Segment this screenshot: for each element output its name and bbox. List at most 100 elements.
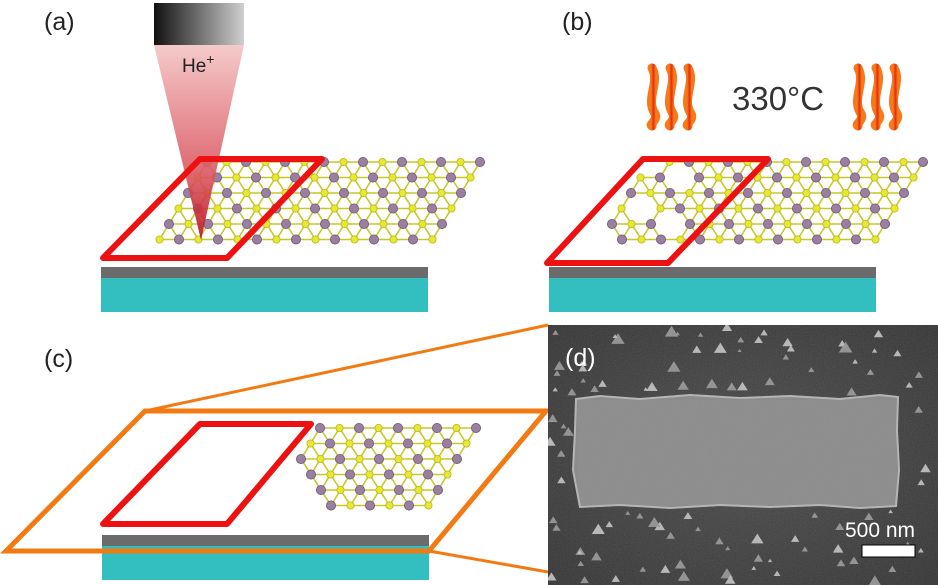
metal-atom	[396, 156, 407, 167]
metal-atom	[841, 218, 852, 229]
irradiated-region-box-a	[100, 156, 325, 261]
metal-atom	[353, 422, 364, 433]
chalcogen-atom	[242, 188, 251, 197]
ion-beam-cone	[154, 45, 244, 240]
metal-atom	[315, 484, 326, 495]
sem-particle	[578, 361, 585, 366]
metal-atom	[470, 422, 481, 433]
sem-particle	[697, 332, 704, 337]
chalcogen-atom	[462, 439, 471, 448]
chalcogen-atom	[174, 204, 183, 213]
chalcogen-atom	[384, 439, 393, 448]
chalcogen-atom	[861, 219, 870, 228]
sem-particle	[721, 325, 733, 332]
metal-atom	[241, 218, 252, 229]
sem-particle	[639, 566, 647, 572]
chalcogen-atom	[408, 204, 417, 213]
metal-atom	[305, 469, 316, 480]
panel-d: (d) 500 nm	[548, 325, 938, 585]
sem-particle	[801, 546, 809, 552]
chalcogen-atom	[389, 235, 398, 244]
chalcogen-atom	[433, 454, 442, 463]
metal-atom	[704, 187, 715, 198]
metal-atom	[299, 187, 310, 198]
chalcogen-atom	[841, 188, 850, 197]
chalcogen-atom	[899, 157, 908, 166]
chalcogen-atom	[890, 204, 899, 213]
chalcogen-atom	[428, 235, 437, 244]
metal-atom	[173, 234, 184, 245]
sem-particle	[705, 378, 718, 389]
substrate-a	[101, 267, 428, 312]
chalcogen-atom	[404, 470, 413, 479]
chalcogen-atom	[375, 485, 384, 494]
sem-particle	[695, 526, 701, 532]
metal-atom	[763, 218, 774, 229]
chalcogen-atom	[379, 219, 388, 228]
scale-bar	[861, 544, 916, 558]
ion-beam: He+	[154, 3, 244, 240]
metal-atom	[840, 156, 851, 167]
chalcogen-atom	[437, 188, 446, 197]
substrate-c	[102, 535, 429, 580]
metal-atom	[324, 438, 335, 449]
sem-particle	[667, 361, 681, 372]
metal-atom	[422, 469, 433, 480]
sem-particle	[832, 544, 844, 553]
metal-atom	[377, 187, 388, 198]
chalcogen-atom	[355, 454, 364, 463]
metal-atom	[753, 203, 764, 214]
metal-atom	[338, 187, 349, 198]
metal-atom	[773, 234, 784, 245]
chalcogen-atom	[754, 235, 763, 244]
chalcogen-atom	[310, 173, 319, 182]
sem-particle	[605, 521, 614, 528]
chalcogen-atom	[271, 173, 280, 182]
metal-atom	[354, 484, 365, 495]
metal-atom	[724, 218, 735, 229]
sem-particle	[562, 427, 574, 436]
metal-atom	[163, 218, 174, 229]
chalcogen-atom	[306, 439, 315, 448]
sem-particle	[552, 329, 559, 335]
sem-particle	[612, 334, 618, 339]
chalcogen-atom	[301, 219, 310, 228]
panel-d-label: (d)	[565, 344, 596, 372]
metal-atom	[431, 422, 442, 433]
sem-particle	[914, 405, 923, 413]
heater-right	[852, 63, 903, 131]
chalcogen-atom	[346, 501, 355, 510]
chalcogen-atom	[330, 204, 339, 213]
panel-a-label: (a)	[44, 8, 75, 36]
sem-particle	[648, 516, 661, 528]
sem-particle	[846, 387, 857, 396]
chalcogen-atom	[213, 204, 222, 213]
metal-atom	[665, 187, 676, 198]
chalcogen-atom	[413, 423, 422, 432]
chalcogen-atom	[870, 173, 879, 182]
sem-particle	[553, 361, 565, 370]
metal-atom	[656, 234, 667, 245]
sem-particle	[674, 559, 686, 569]
metal-atom	[212, 234, 223, 245]
sem-particle	[580, 378, 586, 383]
metal-atom	[280, 218, 291, 229]
metal-atom	[626, 187, 637, 198]
chalcogen-atom	[832, 235, 841, 244]
panel-a: (a) He+	[44, 3, 485, 312]
chalcogen-atom	[424, 501, 433, 510]
chalcogen-atom	[695, 204, 704, 213]
sem-particle	[868, 575, 881, 585]
sem-particle	[683, 512, 693, 520]
chalcogen-atom	[792, 173, 801, 182]
metal-atom	[607, 218, 618, 229]
metal-atom	[451, 453, 462, 464]
chalcogen-atom	[339, 157, 348, 166]
chalcogen-atom	[851, 204, 860, 213]
sem-particle	[567, 388, 577, 396]
metal-atom	[325, 500, 336, 511]
sem-particle	[548, 572, 557, 581]
chalcogen-atom	[466, 173, 475, 182]
heater-flame	[852, 63, 867, 131]
